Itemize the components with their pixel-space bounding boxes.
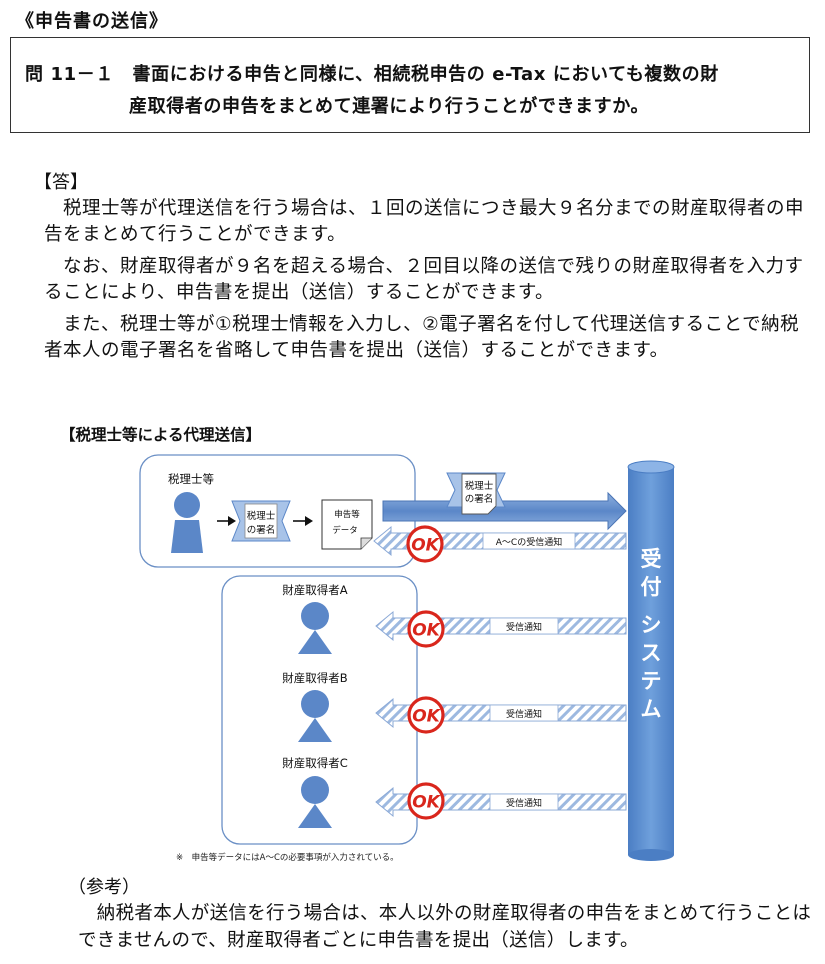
tax-accountant-label: 税理士等 (168, 472, 214, 486)
arrow-to-document-icon (293, 516, 313, 526)
svg-text:OK: OK (411, 536, 440, 556)
heir-c-person-icon (298, 776, 332, 828)
document-label-line2: データ (332, 525, 358, 536)
notice-label-box-a (489, 617, 559, 635)
ok-stamp-icon-c: OK (407, 782, 445, 820)
ok-stamp-icon-a: OK (407, 610, 445, 648)
ok-stamp-icon-b: OK (407, 696, 445, 734)
system-char-2: 付 (641, 575, 662, 599)
ok-stamp-icon: OK (406, 525, 444, 563)
heir-c-label: 財産取得者C (282, 756, 348, 770)
question-line-2: 産取得者の申告をまとめて連署により行うことができますか。 (129, 96, 650, 117)
diagram-footnote: ※ 申告等データにはA～Cの必要事項が入力されている。 (176, 852, 399, 863)
document-icon: 申告等 データ (321, 499, 373, 550)
svg-text:OK: OK (412, 793, 441, 813)
svg-text:OK: OK (412, 707, 441, 727)
svg-text:OK: OK (412, 621, 441, 641)
question-box: 問 11－１ 書面における申告と同様に、相続税申告の e-Tax においても複数… (10, 37, 810, 133)
notice-label-box-b (489, 704, 559, 722)
heir-a-label: 財産取得者A (282, 583, 347, 597)
tax-accountant-person-icon (171, 492, 203, 553)
heir-b-person-icon (298, 690, 332, 742)
sent-signature-line2: の署名 (465, 493, 494, 505)
system-char-3: シ (641, 613, 662, 637)
heir-b-label: 財産取得者B (282, 671, 347, 685)
notice-label-all: A～Cの受信通知 (496, 536, 562, 548)
system-char-6: ム (641, 697, 662, 721)
section-title: 《申告書の送信》 (16, 11, 168, 32)
diagram-title: 【税理士等による代理送信】 (60, 425, 261, 444)
notice-label-box-all (482, 532, 576, 550)
notice-label-a: 受信通知 (506, 621, 542, 633)
heir-a-person-icon (298, 602, 332, 654)
answer-paragraph-2: なお、財産取得者が９名を超える場合、２回目以降の送信で残りの財産取得者を入力する… (44, 256, 804, 303)
system-char-1: 受 (641, 547, 662, 571)
answer-paragraph-1: 税理士等が代理送信を行う場合は、１回の送信につき最大９名分までの財産取得者の申告… (44, 198, 805, 245)
sent-signature-icon: 税理士 の署名 (446, 472, 506, 515)
arrow-to-signature-icon (217, 516, 236, 526)
system-char-5: テ (641, 669, 662, 693)
send-arrow (382, 491, 627, 531)
question-line-1: 問 11－１ 書面における申告と同様に、相続税申告の e-Tax においても複数… (25, 64, 719, 85)
reference-text: 納税者本人が送信を行う場合は、本人以外の財産取得者の申告をまとめて行うことはでき… (78, 903, 812, 951)
sent-signature-line1: 税理士 (465, 480, 494, 492)
notice-label-c: 受信通知 (506, 797, 542, 809)
signature-ribbon-icon: 税理士 の署名 (231, 500, 291, 542)
proxy-transmission-diagram: 【税理士等による代理送信】 税理士等 税理士 の署名 申告等 データ 税理士 の… (60, 425, 675, 863)
document-label-line1: 申告等 (334, 509, 360, 520)
signature-label-line1: 税理士 (247, 510, 276, 522)
notice-label-b: 受信通知 (506, 708, 542, 720)
system-char-4: ス (641, 641, 662, 665)
notice-label-box-c (489, 793, 559, 811)
answer-paragraph-3: また、税理士等が①税理士情報を入力し、②電子署名を付して代理送信することで納税者… (44, 314, 800, 361)
reference-heading: （参考） (68, 877, 140, 898)
answer-heading: 【答】 (34, 172, 88, 193)
reception-system-cylinder: 受 付 シ ス テ ム (627, 460, 675, 861)
signature-label-line2: の署名 (247, 524, 276, 536)
